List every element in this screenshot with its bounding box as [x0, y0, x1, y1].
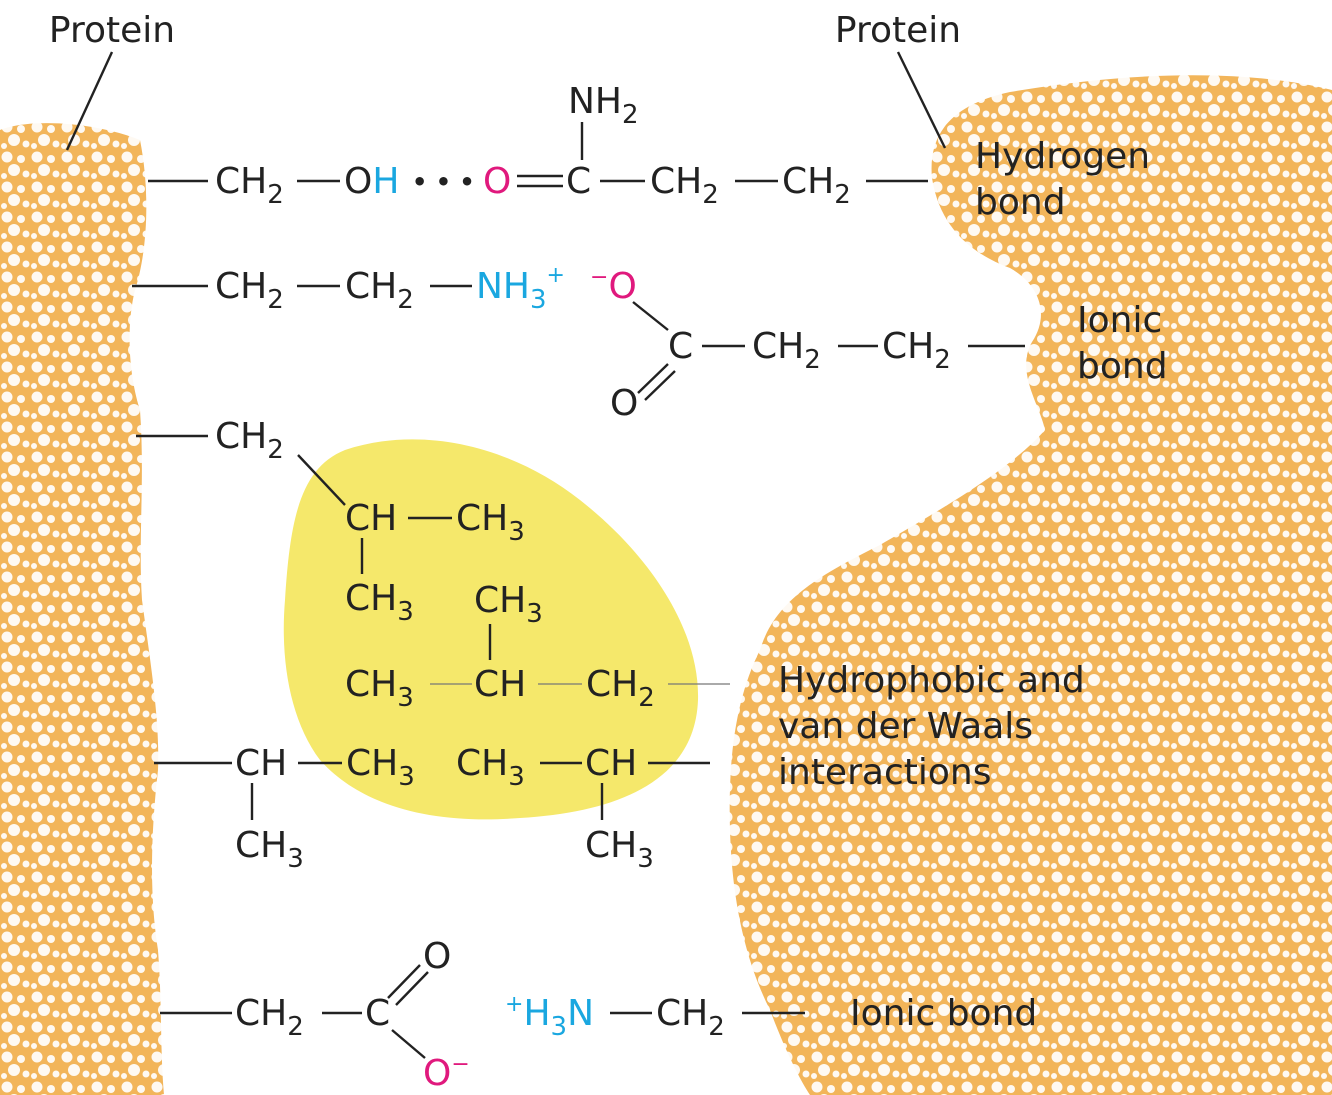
- r1-ch2-c: CH2: [782, 161, 851, 210]
- hydrogen-bond-label-1: Hydrogen: [975, 136, 1150, 177]
- r2-ch2-b: CH2: [345, 266, 414, 315]
- r7-ch2-right: CH2: [656, 993, 725, 1042]
- r1-ch2-a: CH2: [215, 161, 284, 210]
- protein-right-label: Protein: [835, 10, 961, 51]
- protein-right-leader: [896, 51, 947, 149]
- r5-ch3-right: CH3: [346, 743, 415, 792]
- r7-double-bond-1: [387, 964, 421, 999]
- r7-o-minus: O−: [423, 1052, 470, 1094]
- protein-left-leader: [65, 51, 114, 151]
- hydrogen-bond-label-2: bond: [975, 182, 1066, 223]
- r5-ch3-down: CH3: [235, 825, 304, 874]
- r7-h3n-plus: +H3N: [505, 992, 594, 1042]
- r2-o: O: [610, 383, 638, 424]
- r3-ch3-right: CH3: [456, 498, 525, 547]
- hydrophobic-label-1: Hydrophobic and: [778, 660, 1085, 701]
- r2-carboxylate-o-minus: −O: [590, 265, 637, 307]
- r4-ch2: CH2: [586, 664, 655, 713]
- r1-c: C: [566, 161, 591, 202]
- r2-ch2-a: CH2: [215, 266, 284, 315]
- r2-double-bond-1: [637, 363, 669, 394]
- r7-bond-c-o: [391, 1029, 426, 1059]
- r2-ch2-d: CH2: [882, 326, 951, 375]
- r1-oh: OH: [344, 161, 399, 202]
- r2-c: C: [668, 326, 693, 367]
- r7-double-bond-2: [395, 971, 429, 1006]
- r2-double-bond-2: [644, 370, 676, 401]
- hydrophobic-label-2: van der Waals: [778, 706, 1033, 747]
- r1-ch2-b: CH2: [650, 161, 719, 210]
- r1-nh2: NH2: [568, 81, 639, 130]
- r7-ch2: CH2: [235, 993, 304, 1042]
- r2-nh3-plus: NH3+: [476, 263, 565, 315]
- r7-o-top: O: [423, 936, 451, 977]
- ionic-bond-label-2: bond: [1077, 346, 1168, 387]
- r2-ch2-c: CH2: [752, 326, 821, 375]
- ionic-bond-label-1: Ionic: [1077, 300, 1162, 341]
- protein-left-surface: [0, 123, 164, 1095]
- protein-right-surface: [729, 75, 1332, 1095]
- r6-ch3-down: CH3: [585, 825, 654, 874]
- r6-ch3-left: CH3: [456, 743, 525, 792]
- r7-c: C: [365, 993, 390, 1034]
- r3-ch2: CH2: [215, 416, 284, 465]
- r1-carbonyl-o: O: [483, 161, 511, 202]
- protein-left-label: Protein: [49, 10, 175, 51]
- r3-ch3-down: CH3: [345, 578, 414, 627]
- r3-bond-ch2-ch: [297, 454, 346, 506]
- r2-bond-o-c: [632, 301, 669, 331]
- r1-hbond-dots: • • •: [412, 168, 475, 196]
- r4-ch: CH: [474, 664, 526, 705]
- r5-ch: CH: [235, 743, 287, 784]
- hydrophobic-label-3: interactions: [778, 752, 991, 793]
- r3-ch: CH: [345, 498, 397, 539]
- r6-ch: CH: [585, 743, 637, 784]
- r4-ch3-left: CH3: [345, 664, 414, 713]
- ionic-bond-bottom-label: Ionic bond: [850, 993, 1037, 1034]
- r4-ch3-top: CH3: [474, 580, 543, 629]
